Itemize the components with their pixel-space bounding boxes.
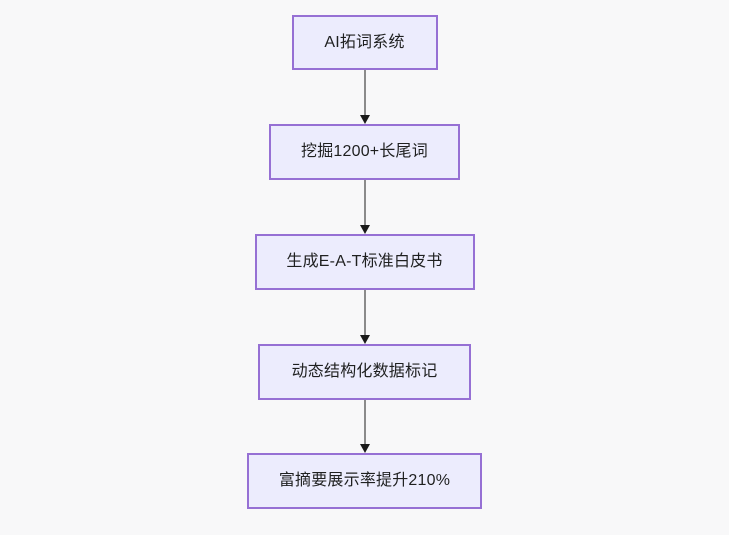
node-label: 生成E-A-T标准白皮书 bbox=[286, 253, 443, 271]
node-label: 富摘要展示率提升210% bbox=[278, 472, 451, 490]
arrowhead-icon bbox=[359, 225, 370, 234]
edge-line bbox=[363, 400, 366, 445]
edge-line bbox=[363, 180, 366, 226]
arrowhead-icon bbox=[359, 444, 370, 453]
node-label: 动态结构化数据标记 bbox=[291, 363, 438, 381]
edge-line bbox=[363, 70, 366, 116]
flowchart-edge-3 bbox=[359, 290, 370, 344]
arrowhead-icon bbox=[359, 335, 370, 344]
flowchart-edge-4 bbox=[359, 400, 370, 453]
node-label: AI拓词系统 bbox=[324, 33, 405, 51]
flowchart-node-generate-eat-whitepaper[interactable]: 生成E-A-T标准白皮书 bbox=[254, 234, 475, 290]
flowchart-node-mine-longtail-keywords[interactable]: 挖掘1200+长尾词 bbox=[269, 124, 460, 180]
edge-line bbox=[363, 290, 366, 336]
node-label: 挖掘1200+长尾词 bbox=[301, 143, 428, 161]
flowchart-node-dynamic-structured-data-markup[interactable]: 动态结构化数据标记 bbox=[258, 344, 471, 400]
arrowhead-icon bbox=[359, 115, 370, 124]
flowchart-node-rich-snippet-impression-lift[interactable]: 富摘要展示率提升210% bbox=[247, 453, 482, 509]
flowchart-edge-1 bbox=[359, 70, 370, 124]
flowchart-node-ai-keyword-system[interactable]: AI拓词系统 bbox=[291, 15, 438, 70]
flowchart-edge-2 bbox=[359, 180, 370, 234]
